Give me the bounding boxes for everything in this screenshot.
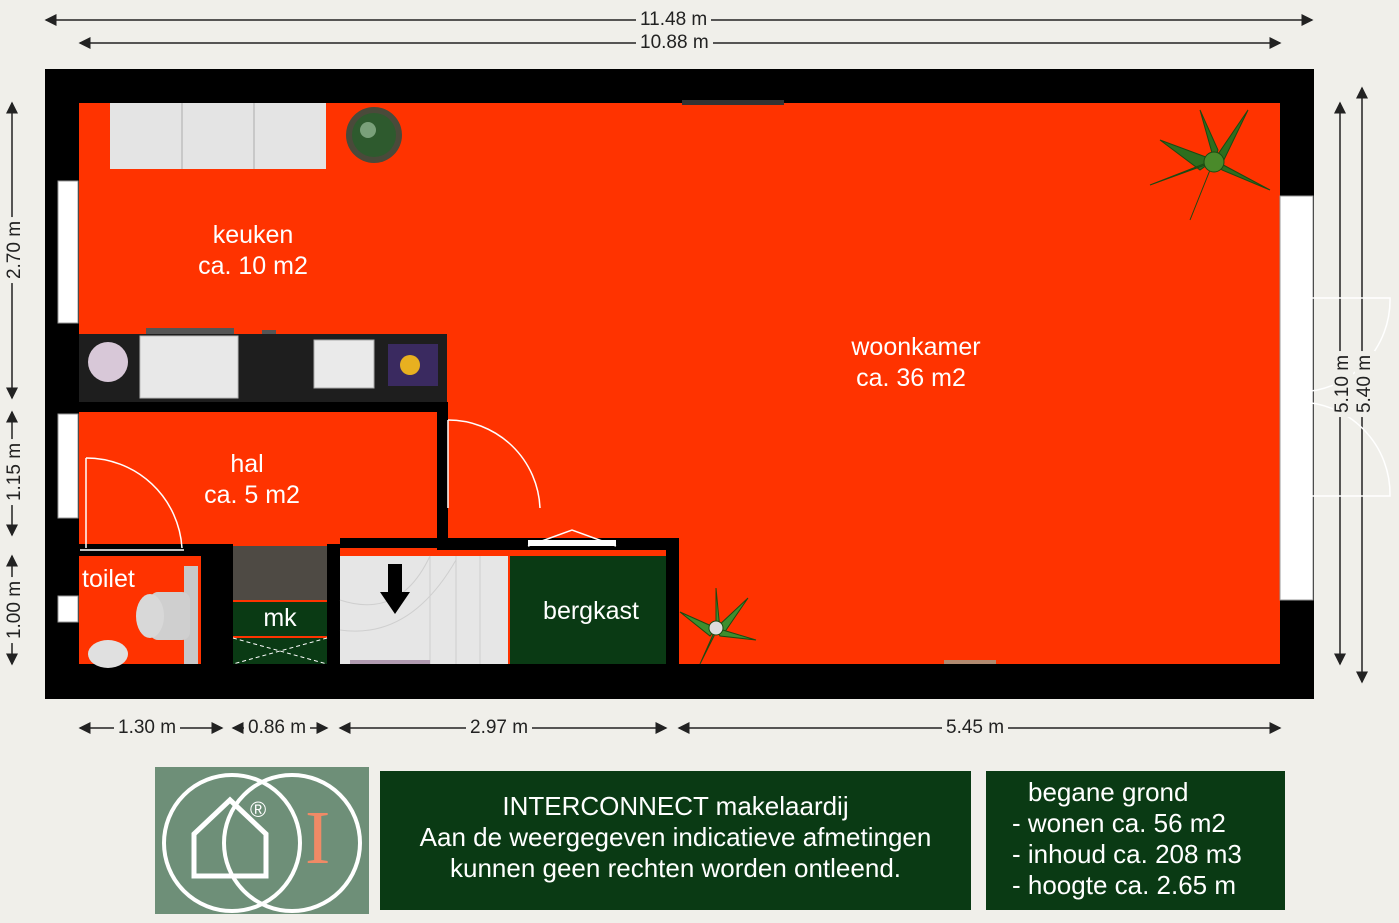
dim-right-outer: 5.40 m (1354, 350, 1376, 418)
summary-volume: - inhoud ca. 208 m3 (1012, 839, 1242, 869)
room-area: ca. 36 m2 (856, 364, 966, 392)
potted-plant (346, 107, 402, 163)
down-arrow-icon (380, 564, 410, 614)
summary-height: - hoogte ca. 2.65 m (1012, 870, 1237, 900)
company-logo (155, 767, 369, 914)
registered-mark: ® (250, 797, 267, 822)
disclaimer-line: Aan de weergegeven indicatieve afmetinge… (419, 822, 932, 852)
room-label-hal: hal ca. 5 m2 (178, 449, 326, 511)
toilet-fixtures (88, 566, 198, 668)
floor-name: begane grond (1028, 777, 1189, 807)
floor-plant (679, 587, 757, 665)
staircase (339, 555, 508, 664)
room-area: ca. 10 m2 (198, 252, 308, 280)
disclaimer-line: kunnen geen rechten worden ontleend. (449, 853, 901, 883)
company-name: INTERCONNECT makelaardij (502, 791, 849, 821)
room-area: ca. 5 m2 (204, 481, 300, 509)
disclaimer-panel: INTERCONNECT makelaardij Aan de weergege… (380, 771, 971, 910)
floor-grille (944, 660, 996, 664)
dim-top-inner: 10.88 m (636, 33, 713, 53)
dim-bottom-toilet: 1.30 m (114, 718, 181, 738)
room-label-toilet: toilet (82, 565, 135, 593)
room-label-mk: mk (263, 604, 297, 632)
logo-letter: I (305, 796, 331, 880)
dim-bottom-stairs: 2.97 m (466, 718, 533, 738)
room-name: keuken (212, 221, 294, 249)
room-label-bergkast: bergkast (543, 597, 639, 625)
summary-area: - wonen ca. 56 m2 (1012, 808, 1226, 838)
room-label-keuken: keuken ca. 10 m2 (178, 220, 328, 282)
house-icon (191, 796, 269, 879)
dim-right-inner: 5.10 m (1332, 350, 1354, 418)
room-label-woonkamer: woonkamer ca. 36 m2 (826, 332, 1006, 394)
dim-top-outer: 11.48 m (636, 10, 712, 30)
door-swings (80, 297, 1391, 551)
dim-bottom-woonkamer: 5.45 m (942, 718, 1009, 738)
palm-plant (1149, 109, 1271, 221)
room-name: hal (230, 450, 264, 478)
kitchen-counter (79, 328, 447, 402)
windows (57, 100, 1314, 623)
room-name: woonkamer (851, 333, 981, 361)
dim-bottom-mk: 0.86 m (244, 718, 311, 738)
meter-cupboard (232, 546, 328, 665)
dim-left-keuken: 2.70 m (4, 216, 26, 284)
storage-cupboard (510, 556, 666, 664)
kitchen-cabinets (110, 103, 326, 169)
storage-doors (527, 529, 617, 547)
summary-panel: begane grond - wonen ca. 56 m2 - inhoud … (986, 771, 1285, 910)
dim-left-toilet: 1.00 m (4, 576, 26, 644)
dim-left-hal: 1.15 m (4, 438, 26, 506)
